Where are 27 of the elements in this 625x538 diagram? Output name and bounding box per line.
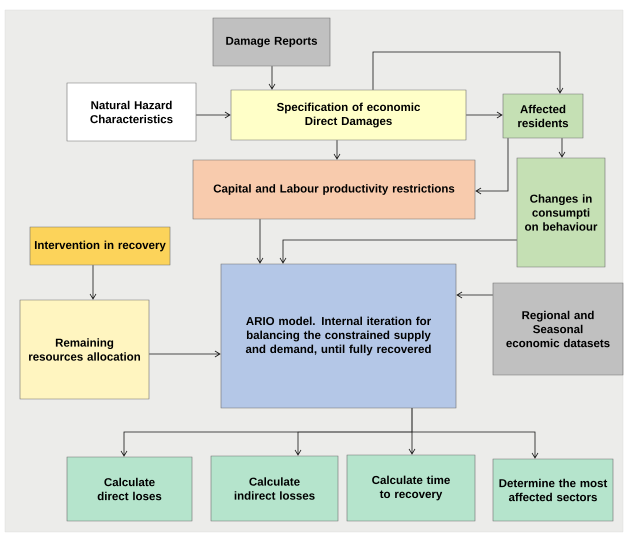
result-box: Calculate direct loses bbox=[66, 456, 192, 522]
arrow bbox=[90, 264, 96, 300]
result-box: Determine the most affected sectors bbox=[492, 458, 614, 522]
arrow bbox=[256, 218, 264, 264]
process-box: Damage Reports bbox=[212, 18, 330, 66]
process-box: Natural Hazard Characteristics bbox=[66, 82, 196, 142]
process-box: Regional and Seasonal economic datasets bbox=[492, 282, 624, 376]
result-box: Calculate time to recovery bbox=[346, 454, 476, 522]
process-box: Remaining resources allocation bbox=[20, 300, 150, 400]
arrow bbox=[412, 408, 538, 459]
process-box: Specification of economic Direct Damages bbox=[230, 90, 466, 140]
result-box: Calculate indirect losses bbox=[210, 456, 338, 522]
arrow bbox=[196, 112, 231, 118]
arrow bbox=[558, 138, 566, 158]
process-box: ARIO model. Internal iteration for balancing the constrained supply and demand, until fully recovered bbox=[220, 264, 456, 408]
arrow bbox=[280, 240, 518, 264]
process-box: Affected residents bbox=[502, 94, 584, 138]
process-box: Capital and Labour productivity restrictions bbox=[192, 160, 476, 220]
arrow bbox=[456, 292, 494, 298]
arrow bbox=[268, 66, 276, 90]
arrow bbox=[475, 138, 508, 194]
arrow bbox=[466, 112, 503, 118]
process-box: Intervention in recovery bbox=[30, 226, 170, 266]
arrow bbox=[148, 350, 221, 358]
process-box: Changes in consumpti on behaviour bbox=[516, 158, 606, 268]
arrow bbox=[372, 52, 564, 94]
arrow bbox=[334, 140, 340, 160]
